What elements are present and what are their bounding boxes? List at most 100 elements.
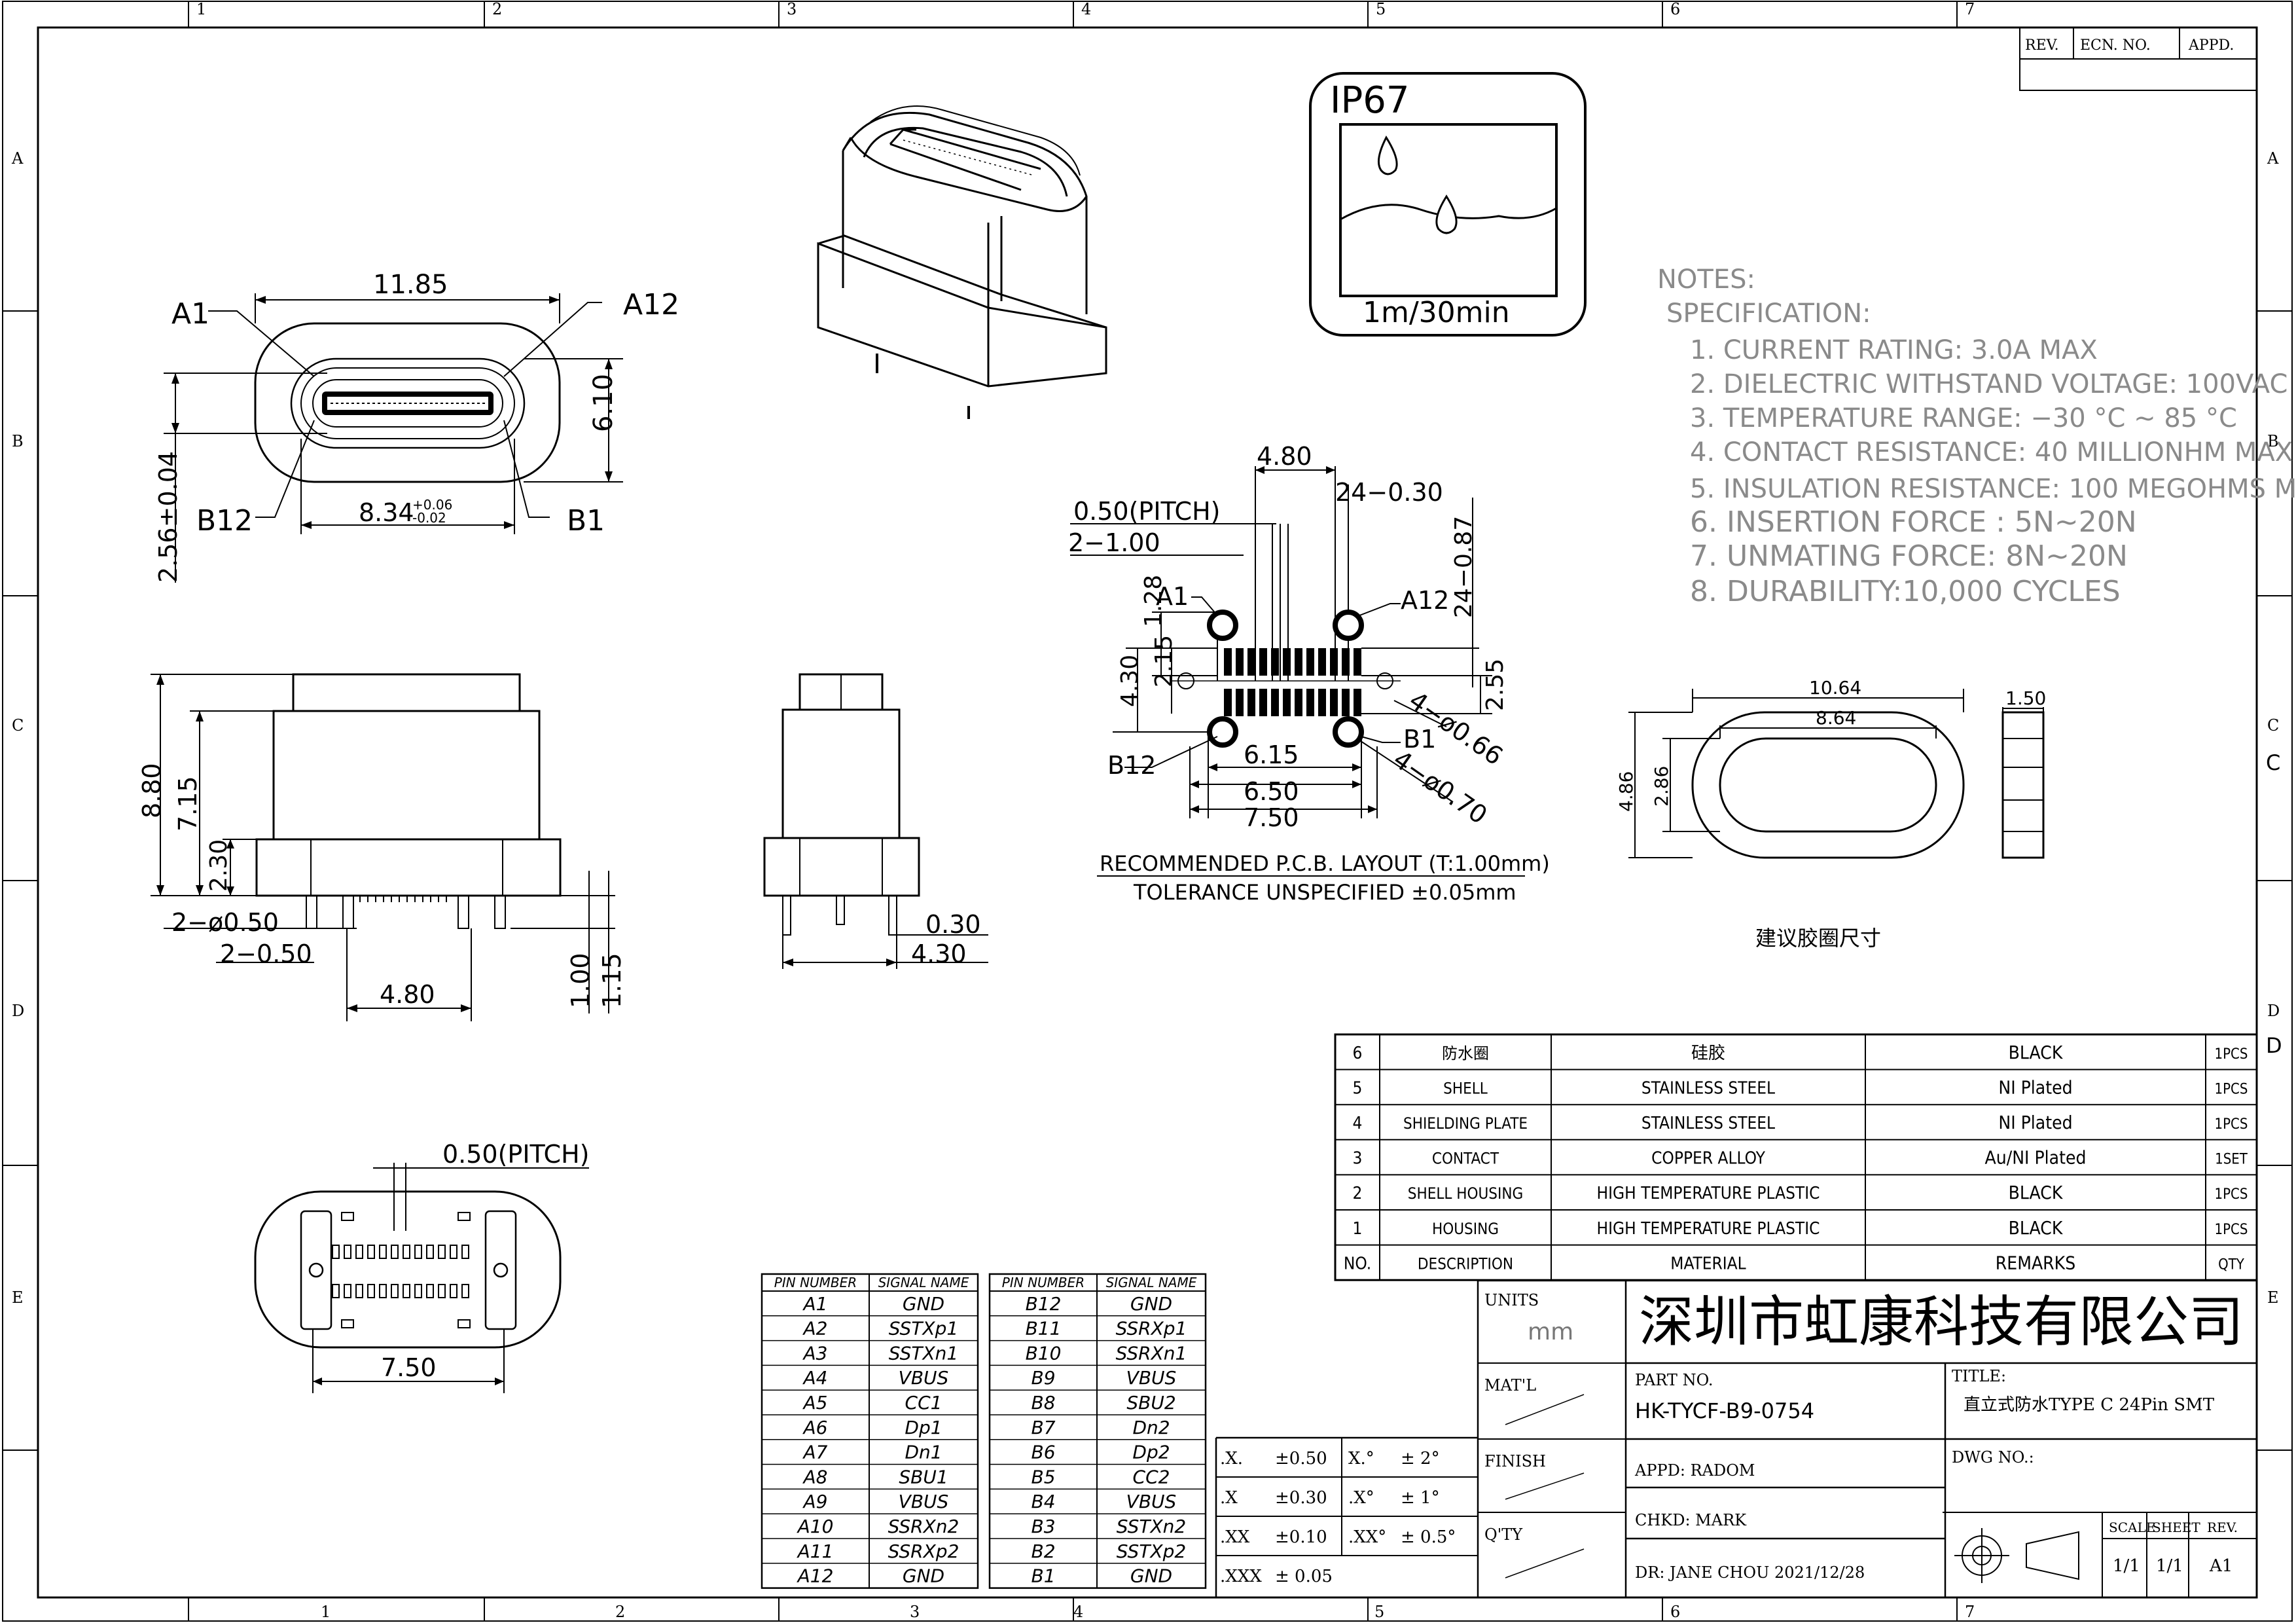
bom-cell: SHELL HOUSING xyxy=(1408,1184,1524,1203)
pcb-label-a1: A1 xyxy=(1156,582,1189,611)
front-label-a12: A12 xyxy=(623,288,679,321)
appd-header: APPD. xyxy=(2188,37,2234,54)
zone-row-a: A xyxy=(11,149,24,168)
zone-col-3: 3 xyxy=(787,0,797,18)
pcb-hole xyxy=(1333,716,1364,748)
signal-name: VBUS xyxy=(899,1367,949,1389)
bom-cell: 3 xyxy=(1353,1149,1363,1169)
dim-pin-diameter: 2−ø0.50 xyxy=(171,908,279,937)
tolerance-cell: ±0.30 xyxy=(1275,1488,1327,1508)
dim-overall-height: 6.10 xyxy=(588,374,619,432)
pin-number: B7 xyxy=(1031,1417,1055,1438)
signal-name: SSRXn2 xyxy=(888,1516,960,1537)
tolerance-cell: .XX xyxy=(1220,1527,1250,1547)
pcb-pads-top xyxy=(1224,648,1361,676)
company-name: 深圳市虹康科技有限公司 xyxy=(1639,1290,2244,1354)
pcb-hole xyxy=(1207,610,1238,641)
front-label-a1: A1 xyxy=(171,297,209,331)
zone-row-d-right: D xyxy=(2267,1002,2280,1020)
units-value: mm xyxy=(1528,1319,1573,1345)
zone-row-e-right: E xyxy=(2267,1288,2279,1307)
rev-value: A1 xyxy=(2209,1556,2233,1576)
signal-name: Dn2 xyxy=(1132,1417,1170,1438)
projection-symbol-icon xyxy=(1954,1528,2079,1583)
pcb-hole xyxy=(1333,610,1364,641)
bottom-width: 7.50 xyxy=(381,1353,437,1382)
note-item: 5. INSULATION RESISTANCE: 100 MEGOHMS MI… xyxy=(1690,474,2296,504)
bottom-contacts-bottom xyxy=(332,1284,469,1298)
signal-name: CC2 xyxy=(1133,1466,1170,1487)
gasket-caption: 建议胶圈尺寸 xyxy=(1755,926,1881,951)
pcb-label-a12: A12 xyxy=(1401,586,1449,615)
pin-table-header: SIGNAL NAME xyxy=(878,1275,969,1290)
dim-gasket-inner-w: 8.64 xyxy=(1816,707,1856,729)
dim-pcb-pad-width: 24−0.30 xyxy=(1335,478,1443,507)
bom-header: DESCRIPTION xyxy=(1418,1254,1513,1273)
signal-name: GND xyxy=(1130,1565,1172,1587)
revision-block: REV. ECN. NO. APPD. xyxy=(2019,27,2257,91)
bom-cell: CONTACT xyxy=(1432,1150,1499,1168)
bom-cell: 防水圈 xyxy=(1442,1044,1489,1063)
tolerance-cell: .XXX xyxy=(1220,1567,1262,1586)
bom-cell: SHELL xyxy=(1443,1079,1488,1097)
dim-pcb-span: 4.80 xyxy=(1257,442,1312,471)
pin-number: A12 xyxy=(797,1565,834,1587)
dim-pin-thickness: 0.30 xyxy=(925,910,981,939)
zone-row-e: E xyxy=(12,1288,24,1307)
dwg-no-label: DWG NO.: xyxy=(1952,1448,2034,1467)
signal-name: CC1 xyxy=(905,1392,942,1413)
dim-pin-offset: 2−0.50 xyxy=(220,939,312,968)
gasket-view: 10.64 8.64 1.50 4.86 2.86 建议胶圈尺寸 xyxy=(1615,677,2046,951)
scale-label: SCALE xyxy=(2109,1520,2155,1535)
front-view: 11.85 6.10 8.34 +0.06 -0.02 2.56±0.04 A1… xyxy=(154,270,679,583)
bom-cell: NI Plated xyxy=(1998,1076,2072,1098)
signal-name: GND xyxy=(903,1565,944,1587)
note-item: 6. INSERTION FORCE : 5N~20N xyxy=(1690,505,2137,539)
dim-gasket-thickness: 1.50 xyxy=(2005,687,2046,709)
note-item: 7. UNMATING FORCE: 8N~20N xyxy=(1690,539,2128,573)
dim-pin-span: 4.80 xyxy=(380,980,435,1009)
zone-col-1-bottom: 1 xyxy=(321,1603,331,1621)
signal-name: GND xyxy=(1130,1293,1172,1315)
pin-number: B8 xyxy=(1031,1392,1055,1413)
bom-cell: 1PCS xyxy=(2215,1186,2248,1203)
zone-col-5-bottom: 5 xyxy=(1374,1603,1384,1621)
signal-name: VBUS xyxy=(899,1491,949,1512)
dim-pcb-offset: 2−1.00 xyxy=(1068,528,1160,557)
zone-row-b-right: B xyxy=(2267,432,2279,450)
bom-cell: HIGH TEMPERATURE PLASTIC xyxy=(1597,1184,1820,1203)
ecn-header: ECN. NO. xyxy=(2080,37,2151,54)
dim-pcb-w2: 6.50 xyxy=(1244,777,1299,806)
drawing-title: 直立式防水TYPE C 24Pin SMT xyxy=(1964,1395,2215,1415)
note-item: 3. TEMPERATURE RANGE: −30 °C ~ 85 °C xyxy=(1690,403,2237,433)
pcb-hole xyxy=(1207,716,1238,748)
material-label: MAT'L xyxy=(1484,1376,1536,1395)
notes-subtitle: SPECIFICATION: xyxy=(1666,299,1871,329)
pin-number: A9 xyxy=(802,1491,828,1512)
signal-name: SSRXp2 xyxy=(888,1541,960,1562)
pcb-layout: 4.80 24−0.30 0.50(PITCH) 2−1.00 xyxy=(1068,442,1550,905)
dim-flange-height: 2.30 xyxy=(206,839,232,892)
pin-number: B6 xyxy=(1031,1442,1055,1463)
dim-inner-width-tol-plus: +0.06 xyxy=(412,497,452,513)
pin-number: A2 xyxy=(802,1318,828,1340)
pin-number: A7 xyxy=(802,1442,828,1463)
pin-number: B9 xyxy=(1031,1367,1055,1389)
pin-number: A11 xyxy=(797,1541,834,1562)
dim-end-width: 4.30 xyxy=(911,939,967,968)
zone-row-c: C xyxy=(12,716,24,735)
signal-name: SSTXp2 xyxy=(1117,1541,1186,1562)
bom-cell: NI Plated xyxy=(1998,1112,2072,1133)
note-item: 8. DURABILITY:10,000 CYCLES xyxy=(1690,575,2121,608)
signal-name: Dn1 xyxy=(905,1442,942,1463)
dim-overall-width: 11.85 xyxy=(373,270,448,300)
dim-pin-length-2: 1.15 xyxy=(598,953,626,1008)
checked-by: CHKD: MARK xyxy=(1635,1511,1747,1529)
part-number: HK-TYCF-B9-0754 xyxy=(1635,1398,1814,1423)
signal-name: SSRXn1 xyxy=(1116,1342,1187,1364)
tolerance-cell: ± 1° xyxy=(1401,1488,1440,1508)
ip-rating: IP67 xyxy=(1330,79,1410,122)
